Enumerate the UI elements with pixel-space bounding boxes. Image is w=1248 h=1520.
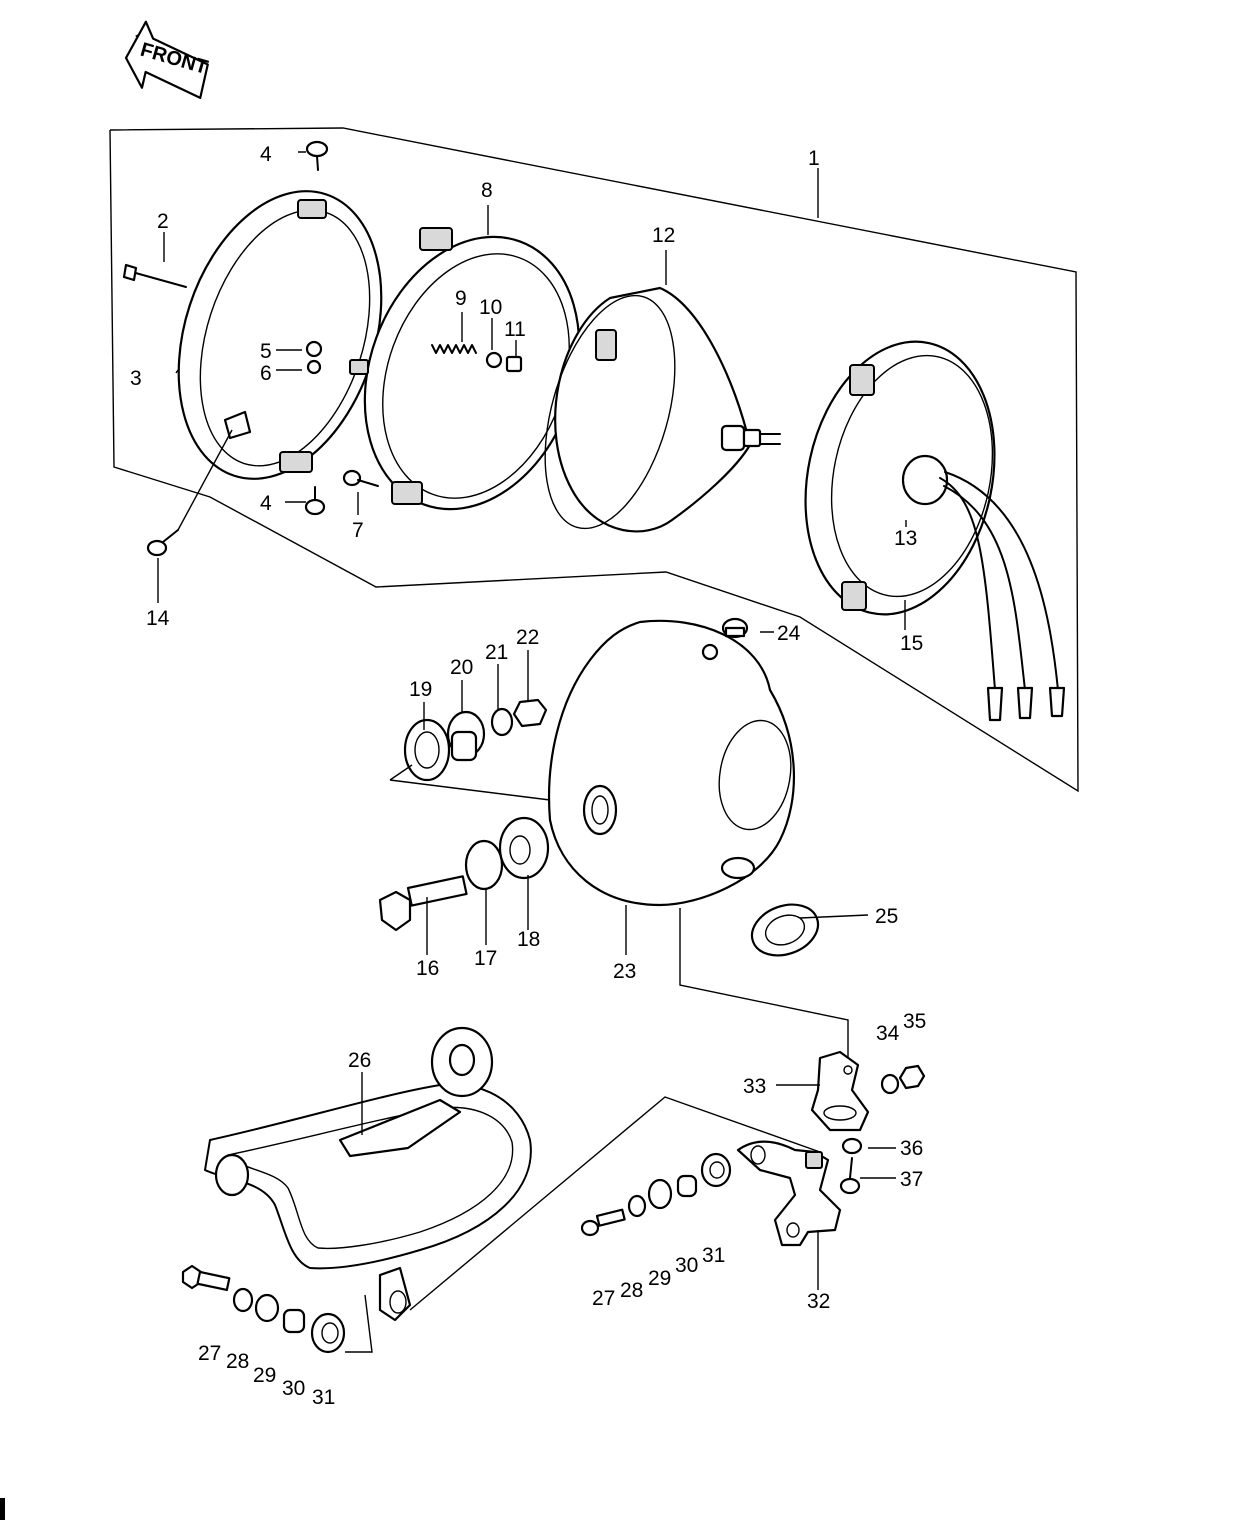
callout-2: 2 <box>157 210 169 233</box>
leaders-lower <box>361 1072 896 1290</box>
bulb-socket-13 <box>901 454 1066 722</box>
callout-30: 30 <box>282 1377 305 1400</box>
callout-6: 6 <box>260 362 272 385</box>
front-arrow-icon: FRONT <box>124 20 210 99</box>
callout-37: 37 <box>900 1168 923 1191</box>
screw-7 <box>342 469 379 487</box>
bracket-lines-left <box>345 1096 821 1353</box>
callout-11: 11 <box>504 318 526 341</box>
callout-19: 19 <box>409 678 432 701</box>
grommet-19 <box>403 718 451 782</box>
screw-2 <box>122 263 187 288</box>
grommet-18 <box>498 816 550 880</box>
callout-4: 4 <box>260 492 272 515</box>
screw-4-bottom <box>304 486 326 516</box>
callout-17: 17 <box>474 947 497 970</box>
callout-29: 29 <box>648 1267 671 1290</box>
callout-1: 1 <box>808 147 820 170</box>
washer-29-right <box>647 1178 673 1210</box>
assembly-bracket-1 <box>109 127 1079 793</box>
callout-15: 15 <box>900 632 923 655</box>
screw-14 <box>146 429 233 557</box>
nut-28-left <box>232 1287 254 1313</box>
cap-24 <box>721 617 749 639</box>
callout-28: 28 <box>620 1279 643 1302</box>
callout-25: 25 <box>875 905 898 928</box>
leaders <box>157 151 907 1068</box>
callout-8: 8 <box>481 179 493 202</box>
washer-6 <box>306 359 322 375</box>
headlight-rim <box>177 190 383 480</box>
washer-29-left <box>254 1293 280 1323</box>
grommet-31-right <box>700 1152 732 1188</box>
collar-30-left <box>282 1308 306 1334</box>
bracket-33 <box>810 1050 870 1132</box>
callout-16: 16 <box>416 957 439 980</box>
callout-9: 9 <box>455 287 467 310</box>
callout-32: 32 <box>807 1290 830 1313</box>
bolt-27-right <box>580 1208 626 1237</box>
callout-29: 29 <box>253 1364 276 1387</box>
screw-4-top <box>305 140 329 171</box>
collar-20 <box>446 710 486 762</box>
callout-13: 13 <box>894 527 917 550</box>
callout-12: 12 <box>652 224 675 247</box>
nut-35 <box>898 1064 926 1090</box>
callout-26: 26 <box>348 1049 371 1072</box>
callout-labels: 1 2 3 4 4 5 6 7 8 9 10 11 12 13 14 15 16… <box>130 143 926 1409</box>
callout-36: 36 <box>900 1137 923 1160</box>
socket-housing <box>804 340 996 616</box>
callout-30: 30 <box>675 1254 698 1277</box>
scan-edge-mark <box>0 1498 5 1520</box>
washer-10 <box>485 351 503 369</box>
spring-9 <box>431 344 477 354</box>
headlight-shell <box>547 619 796 907</box>
bracket-32 <box>736 1140 842 1247</box>
nut-11 <box>505 355 523 373</box>
callout-22: 22 <box>516 626 539 649</box>
callout-21: 21 <box>485 641 508 664</box>
headlight-stay-26 <box>204 1026 532 1322</box>
callout-31: 31 <box>312 1386 335 1409</box>
callout-20: 20 <box>450 656 473 679</box>
callout-28: 28 <box>226 1350 249 1373</box>
callout-23: 23 <box>613 960 636 983</box>
callout-33: 33 <box>743 1075 766 1098</box>
callout-7: 7 <box>352 519 364 542</box>
collar-30-right <box>676 1174 698 1198</box>
nut-22 <box>512 698 548 728</box>
nut-5 <box>305 340 323 358</box>
washer-34 <box>880 1073 900 1095</box>
callout-27: 27 <box>592 1287 615 1310</box>
washer-17 <box>464 839 504 891</box>
bolt-16 <box>378 875 468 932</box>
callout-14: 14 <box>146 607 170 630</box>
washer-21 <box>490 707 514 737</box>
callout-35: 35 <box>903 1010 926 1033</box>
callout-10: 10 <box>479 296 502 319</box>
callout-27: 27 <box>198 1342 221 1365</box>
callout-31: 31 <box>702 1244 725 1267</box>
nut-28-right <box>627 1194 647 1218</box>
bolt-27-left <box>181 1264 231 1292</box>
callout-24: 24 <box>777 622 801 645</box>
grommet-25 <box>750 903 820 957</box>
screw-37 <box>839 1157 861 1195</box>
callout-34: 34 <box>876 1022 900 1045</box>
callout-18: 18 <box>517 928 540 951</box>
callout-3: 3 <box>130 367 142 390</box>
grommet-31-left <box>310 1312 346 1354</box>
sealed-beam-unit <box>544 286 781 533</box>
callout-5: 5 <box>260 340 272 363</box>
callout-4: 4 <box>260 143 272 166</box>
lock-washer-36 <box>841 1137 863 1155</box>
